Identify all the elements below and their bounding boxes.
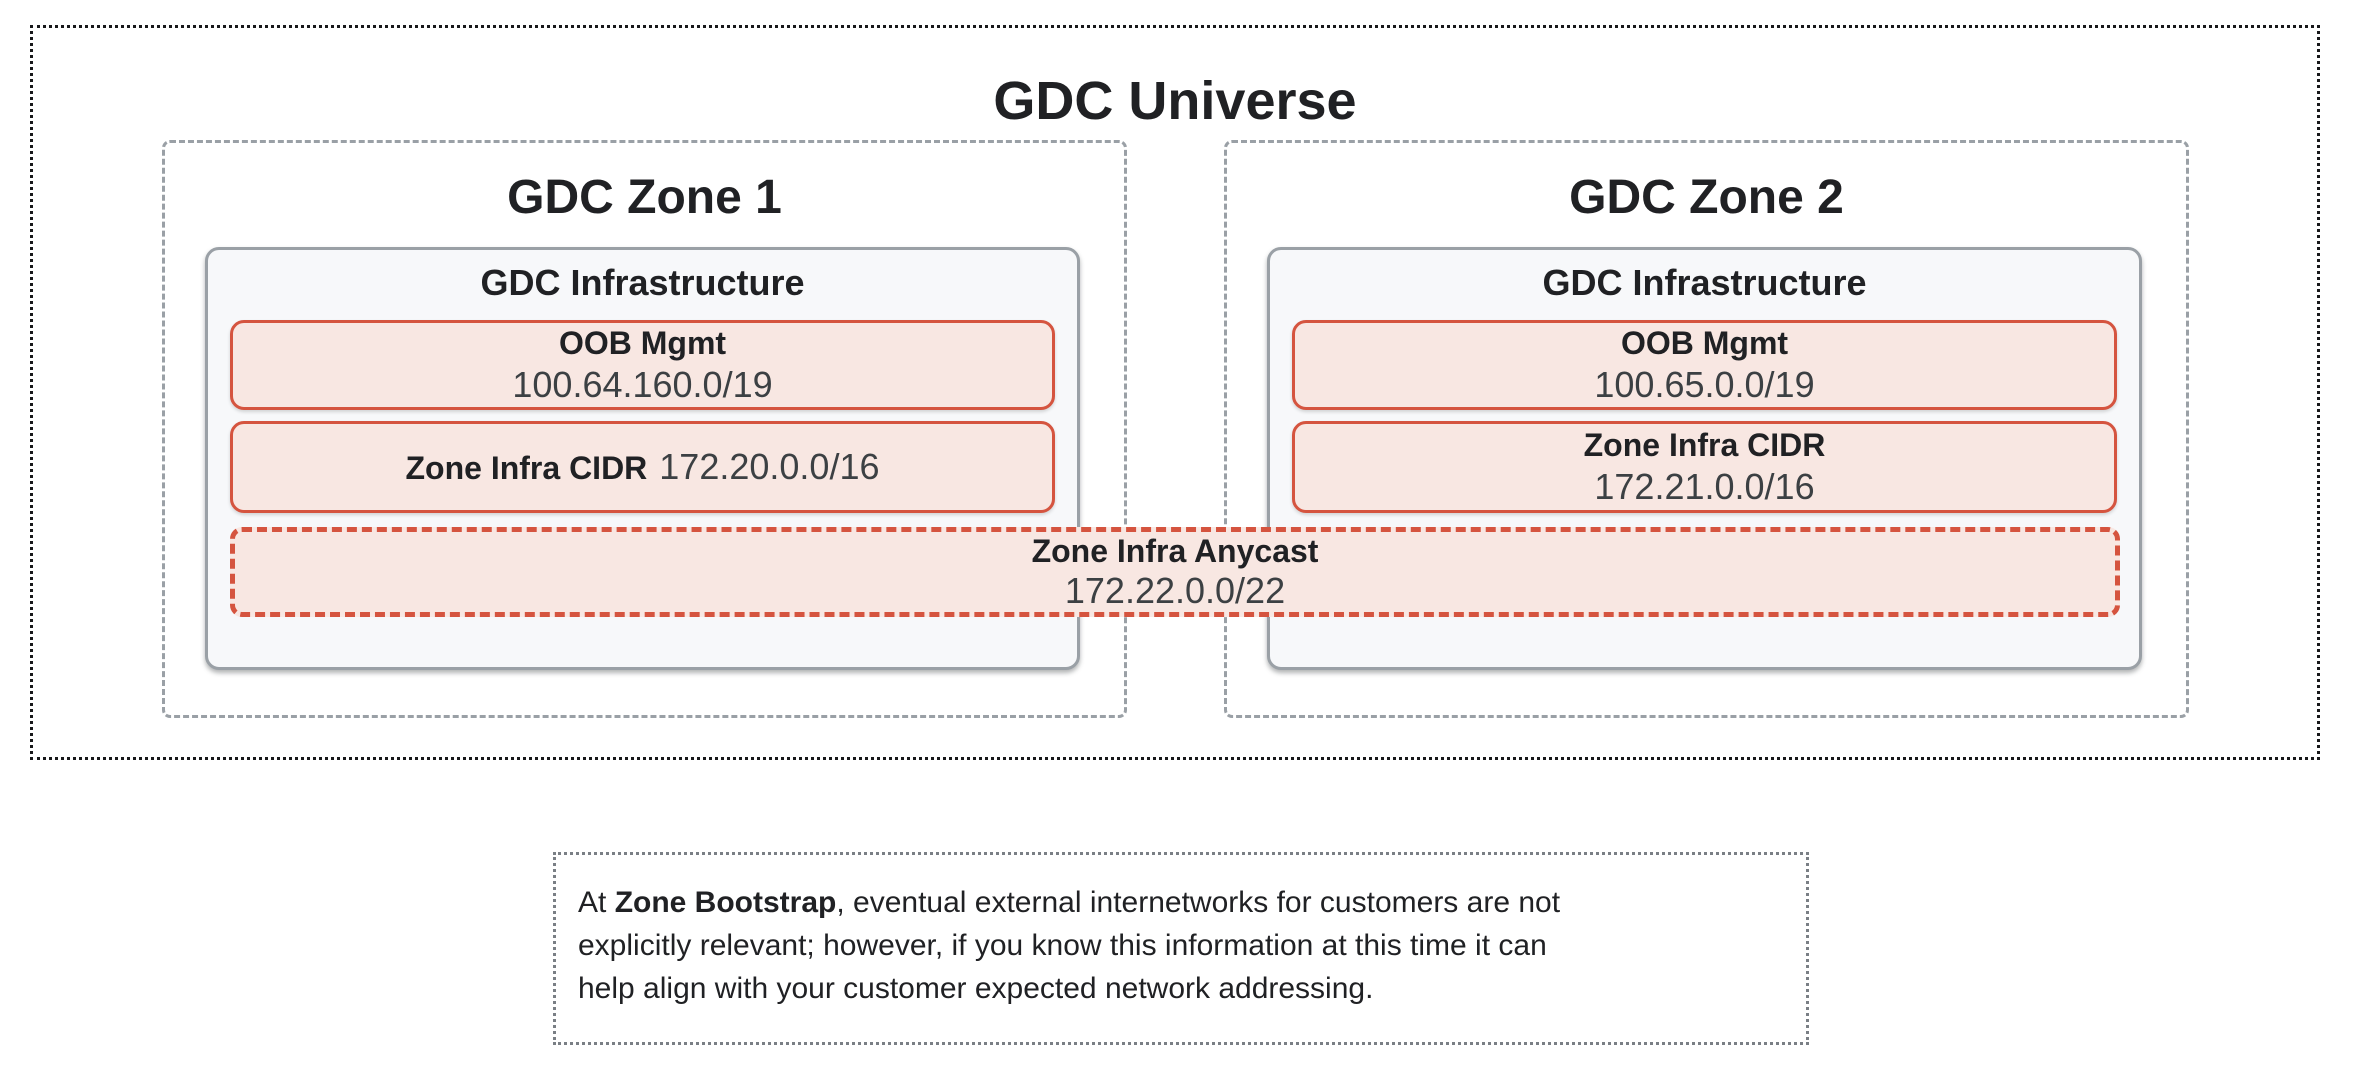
zone-infra-anycast-cidr: 172.22.0.0/22 [1064,570,1286,611]
gdc-universe-container: GDC Universe GDC Zone 1 GDC Infrastructu… [30,25,2320,760]
zone-1-infra-cidr-box: Zone Infra CIDR 172.20.0.0/16 [230,421,1055,513]
zone-1-title: GDC Zone 1 [507,171,782,224]
zone-1-container: GDC Zone 1 GDC Infrastructure OOB Mgmt 1… [162,140,1127,718]
zone-infra-anycast-box: Zone Infra Anycast 172.22.0.0/22 [230,527,2120,617]
zone-2-container: GDC Zone 2 GDC Infrastructure OOB Mgmt 1… [1224,140,2189,718]
oob-mgmt-label: OOB Mgmt [1620,325,1789,361]
note-line-1-prefix: At [578,886,615,919]
zone-infra-anycast-label: Zone Infra Anycast [1031,533,1319,569]
zone-2-infra-cidr-box: Zone Infra CIDR 172.21.0.0/16 [1292,421,2117,513]
zone-2-infrastructure-title: GDC Infrastructure [1542,262,1867,303]
zone-2-title: GDC Zone 2 [1569,171,1844,224]
zone-infra-cidr-line: Zone Infra CIDR 172.20.0.0/16 [406,445,880,489]
zone-2-oob-mgmt-box: OOB Mgmt 100.65.0.0/19 [1292,320,2117,410]
note-line-1: At Zone Bootstrap, eventual external int… [578,881,1788,924]
note-line-2: explicitly relevant; however, if you kno… [578,929,1547,962]
note-line-1-rest: , eventual external internetworks for cu… [836,886,1561,919]
zone-infra-cidr-value: 172.20.0.0/16 [659,446,880,487]
zone-infra-cidr-label: Zone Infra CIDR [1583,427,1826,463]
oob-mgmt-label: OOB Mgmt [558,325,727,361]
zone-1-infrastructure-title: GDC Infrastructure [480,262,805,303]
oob-mgmt-cidr: 100.64.160.0/19 [512,364,773,405]
universe-title: GDC Universe [993,71,1357,131]
zone-bootstrap-note: At Zone Bootstrap, eventual external int… [553,852,1809,1045]
note-line-1-bold: Zone Bootstrap [614,886,837,919]
zone-infra-cidr-value: 172.21.0.0/16 [1594,466,1815,507]
note-line-3: help align with your customer expected n… [578,972,1374,1005]
zone-infra-cidr-label: Zone Infra CIDR [405,450,648,486]
zone-1-oob-mgmt-box: OOB Mgmt 100.64.160.0/19 [230,320,1055,410]
oob-mgmt-cidr: 100.65.0.0/19 [1594,364,1815,405]
